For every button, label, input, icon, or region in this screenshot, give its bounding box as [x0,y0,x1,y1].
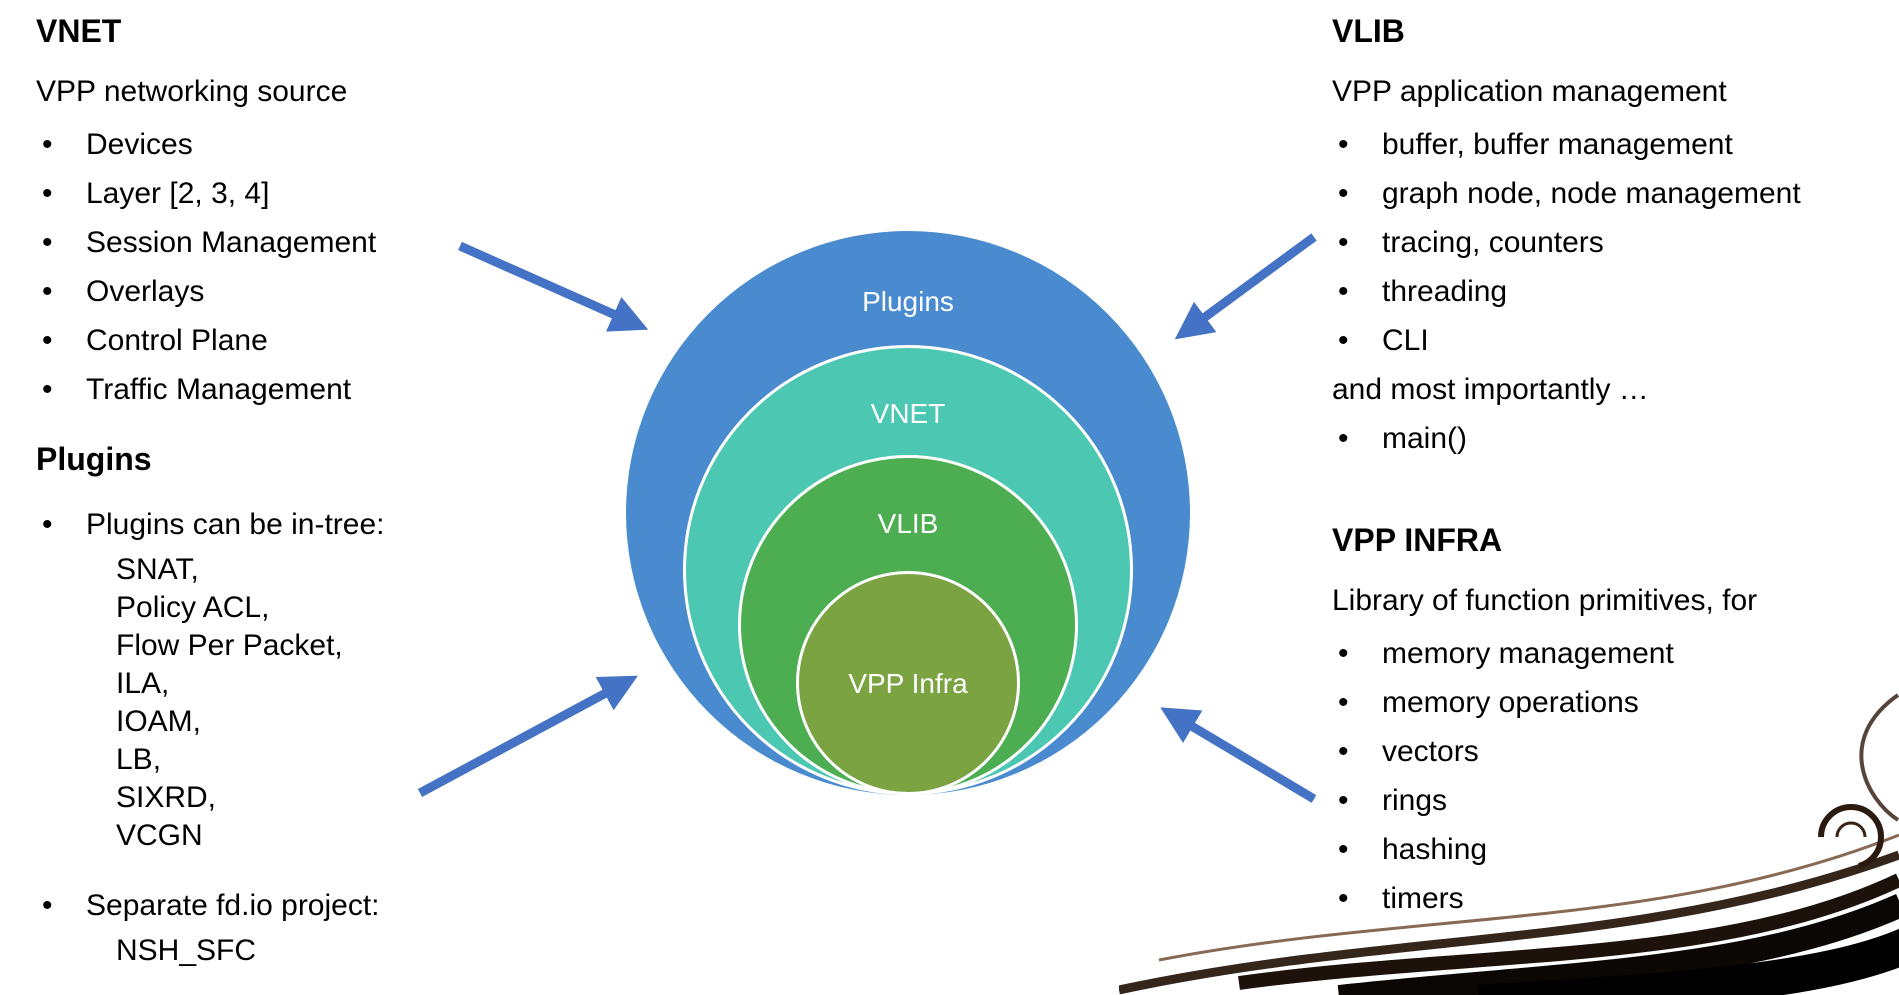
ring-label-plugins: Plugins [862,286,954,317]
bullet-item: threading [1332,267,1892,316]
vpp-infra-heading: VPP INFRA [1332,522,1503,558]
in-tree-list: SNAT, Policy ACL, Flow Per Packet, ILA, … [116,551,636,855]
vnet-subtitle: VPP networking source [36,75,348,108]
ring-label-vnet: VNET [870,398,946,429]
bullet-item: Plugins can be in-tree: [36,500,636,549]
bullet-item: hashing [1332,825,1892,874]
right-column: VLIB VPP application management buffer, … [1332,12,1892,923]
bullet-item: Session Management [36,218,636,267]
left-column: VNET VPP networking source Devices Layer… [36,12,636,970]
vlib-bullet-list: buffer, buffer management graph node, no… [1332,120,1892,365]
ring-label-vlib: VLIB [877,508,939,539]
vlib-subtitle: VPP application management [1332,75,1727,108]
list-item: SIXRD, [116,781,217,814]
vlib-note: and most importantly … [1332,373,1649,406]
vpp-infra-bullet-list: memory management memory operations vect… [1332,629,1892,923]
bullet-item: graph node, node management [1332,169,1892,218]
ring-label-vpp-infra: VPP Infra [848,668,968,699]
arrow-icon [1160,707,1317,803]
bullet-item: vectors [1332,727,1892,776]
bullet-item: Separate fd.io project: [36,881,636,930]
bullet-item: CLI [1332,316,1892,365]
list-item: Flow Per Packet, [116,629,343,662]
bullet-item: timers [1332,874,1892,923]
bullet-item: rings [1332,776,1892,825]
vnet-bullet-list: Devices Layer [2, 3, 4] Session Manageme… [36,120,636,414]
bullet-item: memory operations [1332,678,1892,727]
separate-project-list: NSH_SFC [116,932,636,970]
bullet-item: Devices [36,120,636,169]
plugins-bullet-list: Plugins can be in-tree: [36,500,636,549]
bullet-item: tracing, counters [1332,218,1892,267]
plugins-bullet-list-2: Separate fd.io project: [36,881,636,930]
list-item: LB, [116,743,162,776]
list-item: ILA, [116,667,170,700]
vlib-extra-bullet-list: main() [1332,414,1892,463]
vlib-heading: VLIB [1332,13,1405,49]
bullet-item: Traffic Management [36,365,636,414]
bullet-item: Overlays [36,267,636,316]
bullet-item: memory management [1332,629,1892,678]
list-item: IOAM, [116,705,202,738]
vpp-infra-subtitle: Library of function primitives, for [1332,584,1758,617]
list-item: VCGN [116,819,203,852]
bullet-item: main() [1332,414,1892,463]
vnet-heading: VNET [36,13,122,49]
bullet-item: buffer, buffer management [1332,120,1892,169]
list-item: NSH_SFC [116,934,257,967]
ring-vpp-infra [796,571,1020,795]
bullet-item: Control Plane [36,316,636,365]
list-item: SNAT, [116,553,199,586]
bullet-item: Layer [2, 3, 4] [36,169,636,218]
list-item: Policy ACL, [116,591,270,624]
plugins-heading: Plugins [36,441,152,477]
